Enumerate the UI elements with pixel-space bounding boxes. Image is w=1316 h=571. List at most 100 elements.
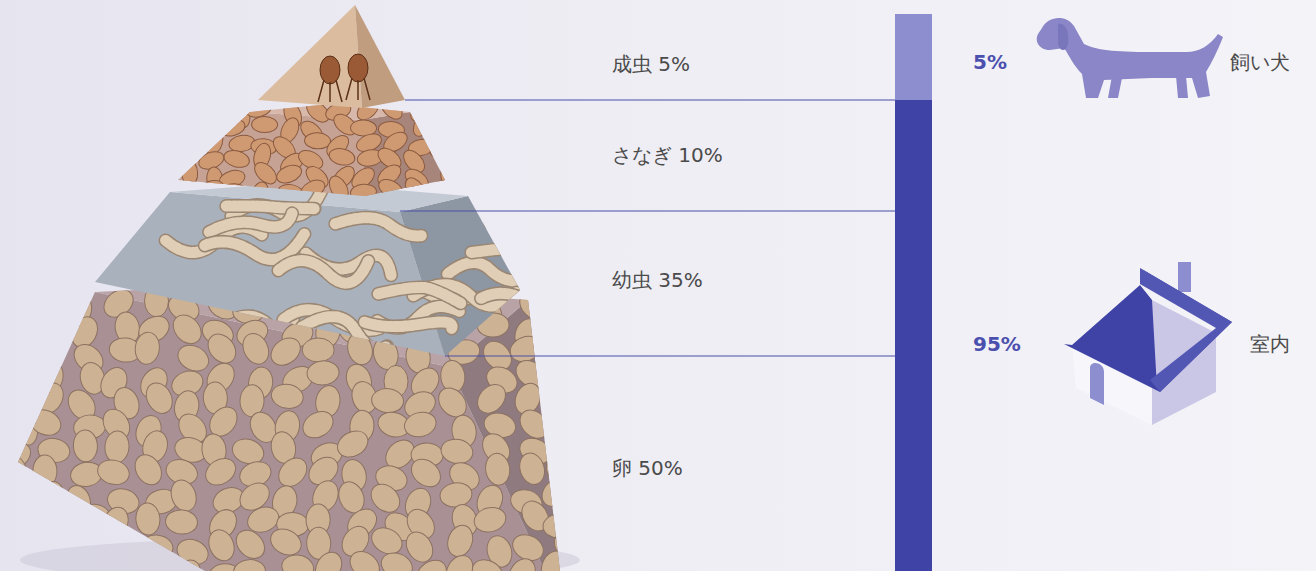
egg xyxy=(25,498,63,538)
egg xyxy=(444,522,477,560)
pupa xyxy=(221,183,248,200)
larva xyxy=(378,287,460,303)
bar-bottom xyxy=(895,100,932,571)
egg xyxy=(130,450,167,490)
larva xyxy=(335,218,421,236)
egg xyxy=(537,547,571,571)
pupa xyxy=(199,101,215,127)
egg xyxy=(201,453,241,491)
larva xyxy=(448,263,534,281)
pupa xyxy=(328,147,357,168)
stage-label: 成虫 5% xyxy=(612,52,690,76)
larva xyxy=(481,293,568,307)
pupa xyxy=(222,148,251,170)
pupa xyxy=(174,116,204,145)
egg xyxy=(535,330,575,368)
egg xyxy=(468,555,508,571)
egg xyxy=(135,502,162,536)
pupa xyxy=(171,143,193,172)
egg xyxy=(298,406,338,443)
larva xyxy=(365,322,453,328)
pupa xyxy=(409,109,436,140)
flea-legs xyxy=(318,80,342,102)
egg xyxy=(34,311,69,340)
egg xyxy=(472,379,511,419)
larva xyxy=(226,206,314,209)
house-icon xyxy=(1064,262,1232,425)
egg xyxy=(406,454,446,493)
egg xyxy=(0,450,32,490)
pupa xyxy=(325,173,352,203)
egg xyxy=(412,555,452,571)
egg xyxy=(174,340,213,376)
pupa xyxy=(350,183,377,201)
egg xyxy=(302,338,334,362)
egg xyxy=(345,546,385,571)
egg xyxy=(551,388,585,426)
egg xyxy=(438,481,473,510)
egg xyxy=(0,306,40,345)
egg xyxy=(168,309,207,349)
larva xyxy=(205,234,305,260)
egg xyxy=(548,440,581,465)
egg xyxy=(546,363,580,389)
stage-label: さなぎ 10% xyxy=(612,143,723,167)
egg xyxy=(63,483,94,520)
egg xyxy=(266,524,305,560)
larva xyxy=(223,316,308,349)
pupa xyxy=(248,180,271,210)
larva xyxy=(365,322,453,328)
egg xyxy=(333,426,373,463)
egg xyxy=(102,553,133,571)
egg xyxy=(99,504,132,542)
egg xyxy=(231,525,271,565)
leader-line xyxy=(405,99,895,100)
egg xyxy=(378,549,416,571)
egg xyxy=(273,452,312,492)
larva xyxy=(223,316,308,349)
bar-top xyxy=(895,14,932,100)
egg xyxy=(238,329,274,368)
larva xyxy=(278,261,368,284)
leader-line xyxy=(445,355,895,356)
egg xyxy=(104,430,130,464)
egg xyxy=(472,504,509,535)
pupa xyxy=(431,102,461,128)
egg xyxy=(542,306,582,344)
larva xyxy=(278,261,368,284)
pupa xyxy=(425,177,455,203)
egg xyxy=(204,526,238,565)
egg xyxy=(367,523,407,560)
larva xyxy=(471,234,562,252)
larva xyxy=(481,293,568,307)
larva xyxy=(205,234,305,260)
egg xyxy=(133,331,161,366)
egg xyxy=(439,437,475,467)
egg xyxy=(402,409,439,440)
flea xyxy=(348,54,368,82)
egg xyxy=(306,360,340,387)
egg xyxy=(104,530,143,570)
pupa xyxy=(217,168,246,191)
egg xyxy=(266,332,306,371)
flea-legs xyxy=(346,78,370,100)
pupa xyxy=(376,176,406,202)
pupa xyxy=(438,163,461,193)
pupa xyxy=(178,133,197,161)
egg xyxy=(167,555,206,571)
egg xyxy=(4,523,40,563)
pupa xyxy=(401,174,429,205)
pupa xyxy=(181,159,198,186)
pupa xyxy=(251,116,277,132)
egg xyxy=(139,533,174,561)
flea xyxy=(320,56,340,84)
pupa xyxy=(167,95,195,126)
pupa xyxy=(274,162,304,187)
adult-layer-left xyxy=(258,5,362,108)
egg xyxy=(233,559,267,571)
egg xyxy=(8,389,42,416)
egg xyxy=(34,553,74,571)
egg xyxy=(167,476,200,514)
larva xyxy=(335,218,421,236)
egg xyxy=(95,456,132,487)
